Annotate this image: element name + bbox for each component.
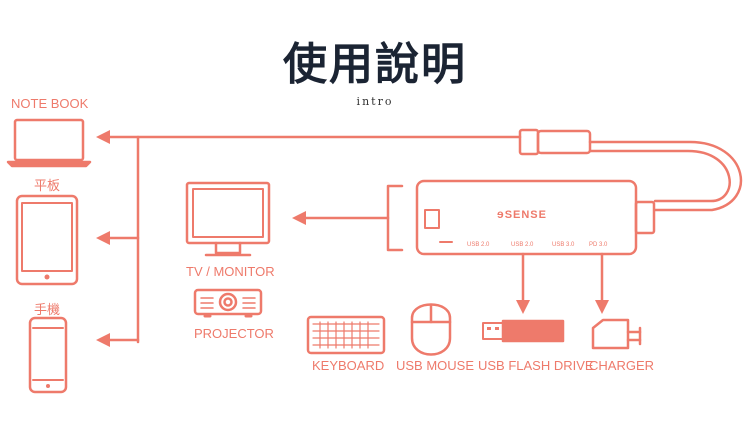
- left-arrows: [96, 130, 522, 347]
- tablet-label: 平板: [34, 178, 61, 193]
- flash-label: USB FLASH DRIVE: [478, 358, 594, 373]
- hub-device: [415, 179, 656, 256]
- charger-icon: [591, 318, 642, 350]
- charger-label: CHARGER: [589, 358, 655, 373]
- port-label: PD 3.0: [589, 242, 608, 248]
- brand-logo-icon: ɘ: [497, 207, 505, 221]
- mouse-icon: [410, 303, 452, 356]
- mouse-label: USB MOUSE: [396, 358, 475, 373]
- phone-icon: [28, 316, 68, 394]
- flash-drive-icon: [482, 319, 565, 343]
- projector-label: PROJECTOR: [194, 326, 274, 341]
- page-subtitle: intro: [356, 95, 394, 108]
- port-label: USB 2.0: [467, 242, 490, 248]
- usb-c-cable: [518, 128, 742, 212]
- phone-label: 手機: [34, 302, 61, 317]
- notebook-label: NOTE BOOK: [11, 96, 89, 111]
- laptop-icon: [6, 118, 92, 168]
- hub-brand: ɘSENSE: [497, 207, 547, 221]
- hdmi-bracket: [292, 184, 404, 252]
- monitor-icon: [185, 181, 271, 257]
- keyboard-label: KEYBOARD: [312, 358, 385, 373]
- port-label: USB 3.0: [552, 242, 575, 248]
- tv-label: TV / MONITOR: [186, 264, 275, 279]
- page-title: 使用說明: [283, 39, 467, 90]
- tablet-icon: [15, 194, 79, 286]
- keyboard-icon: [306, 315, 386, 355]
- port-label: USB 2.0: [511, 242, 534, 248]
- down-arrows: [516, 252, 609, 314]
- projector-icon: [193, 288, 263, 318]
